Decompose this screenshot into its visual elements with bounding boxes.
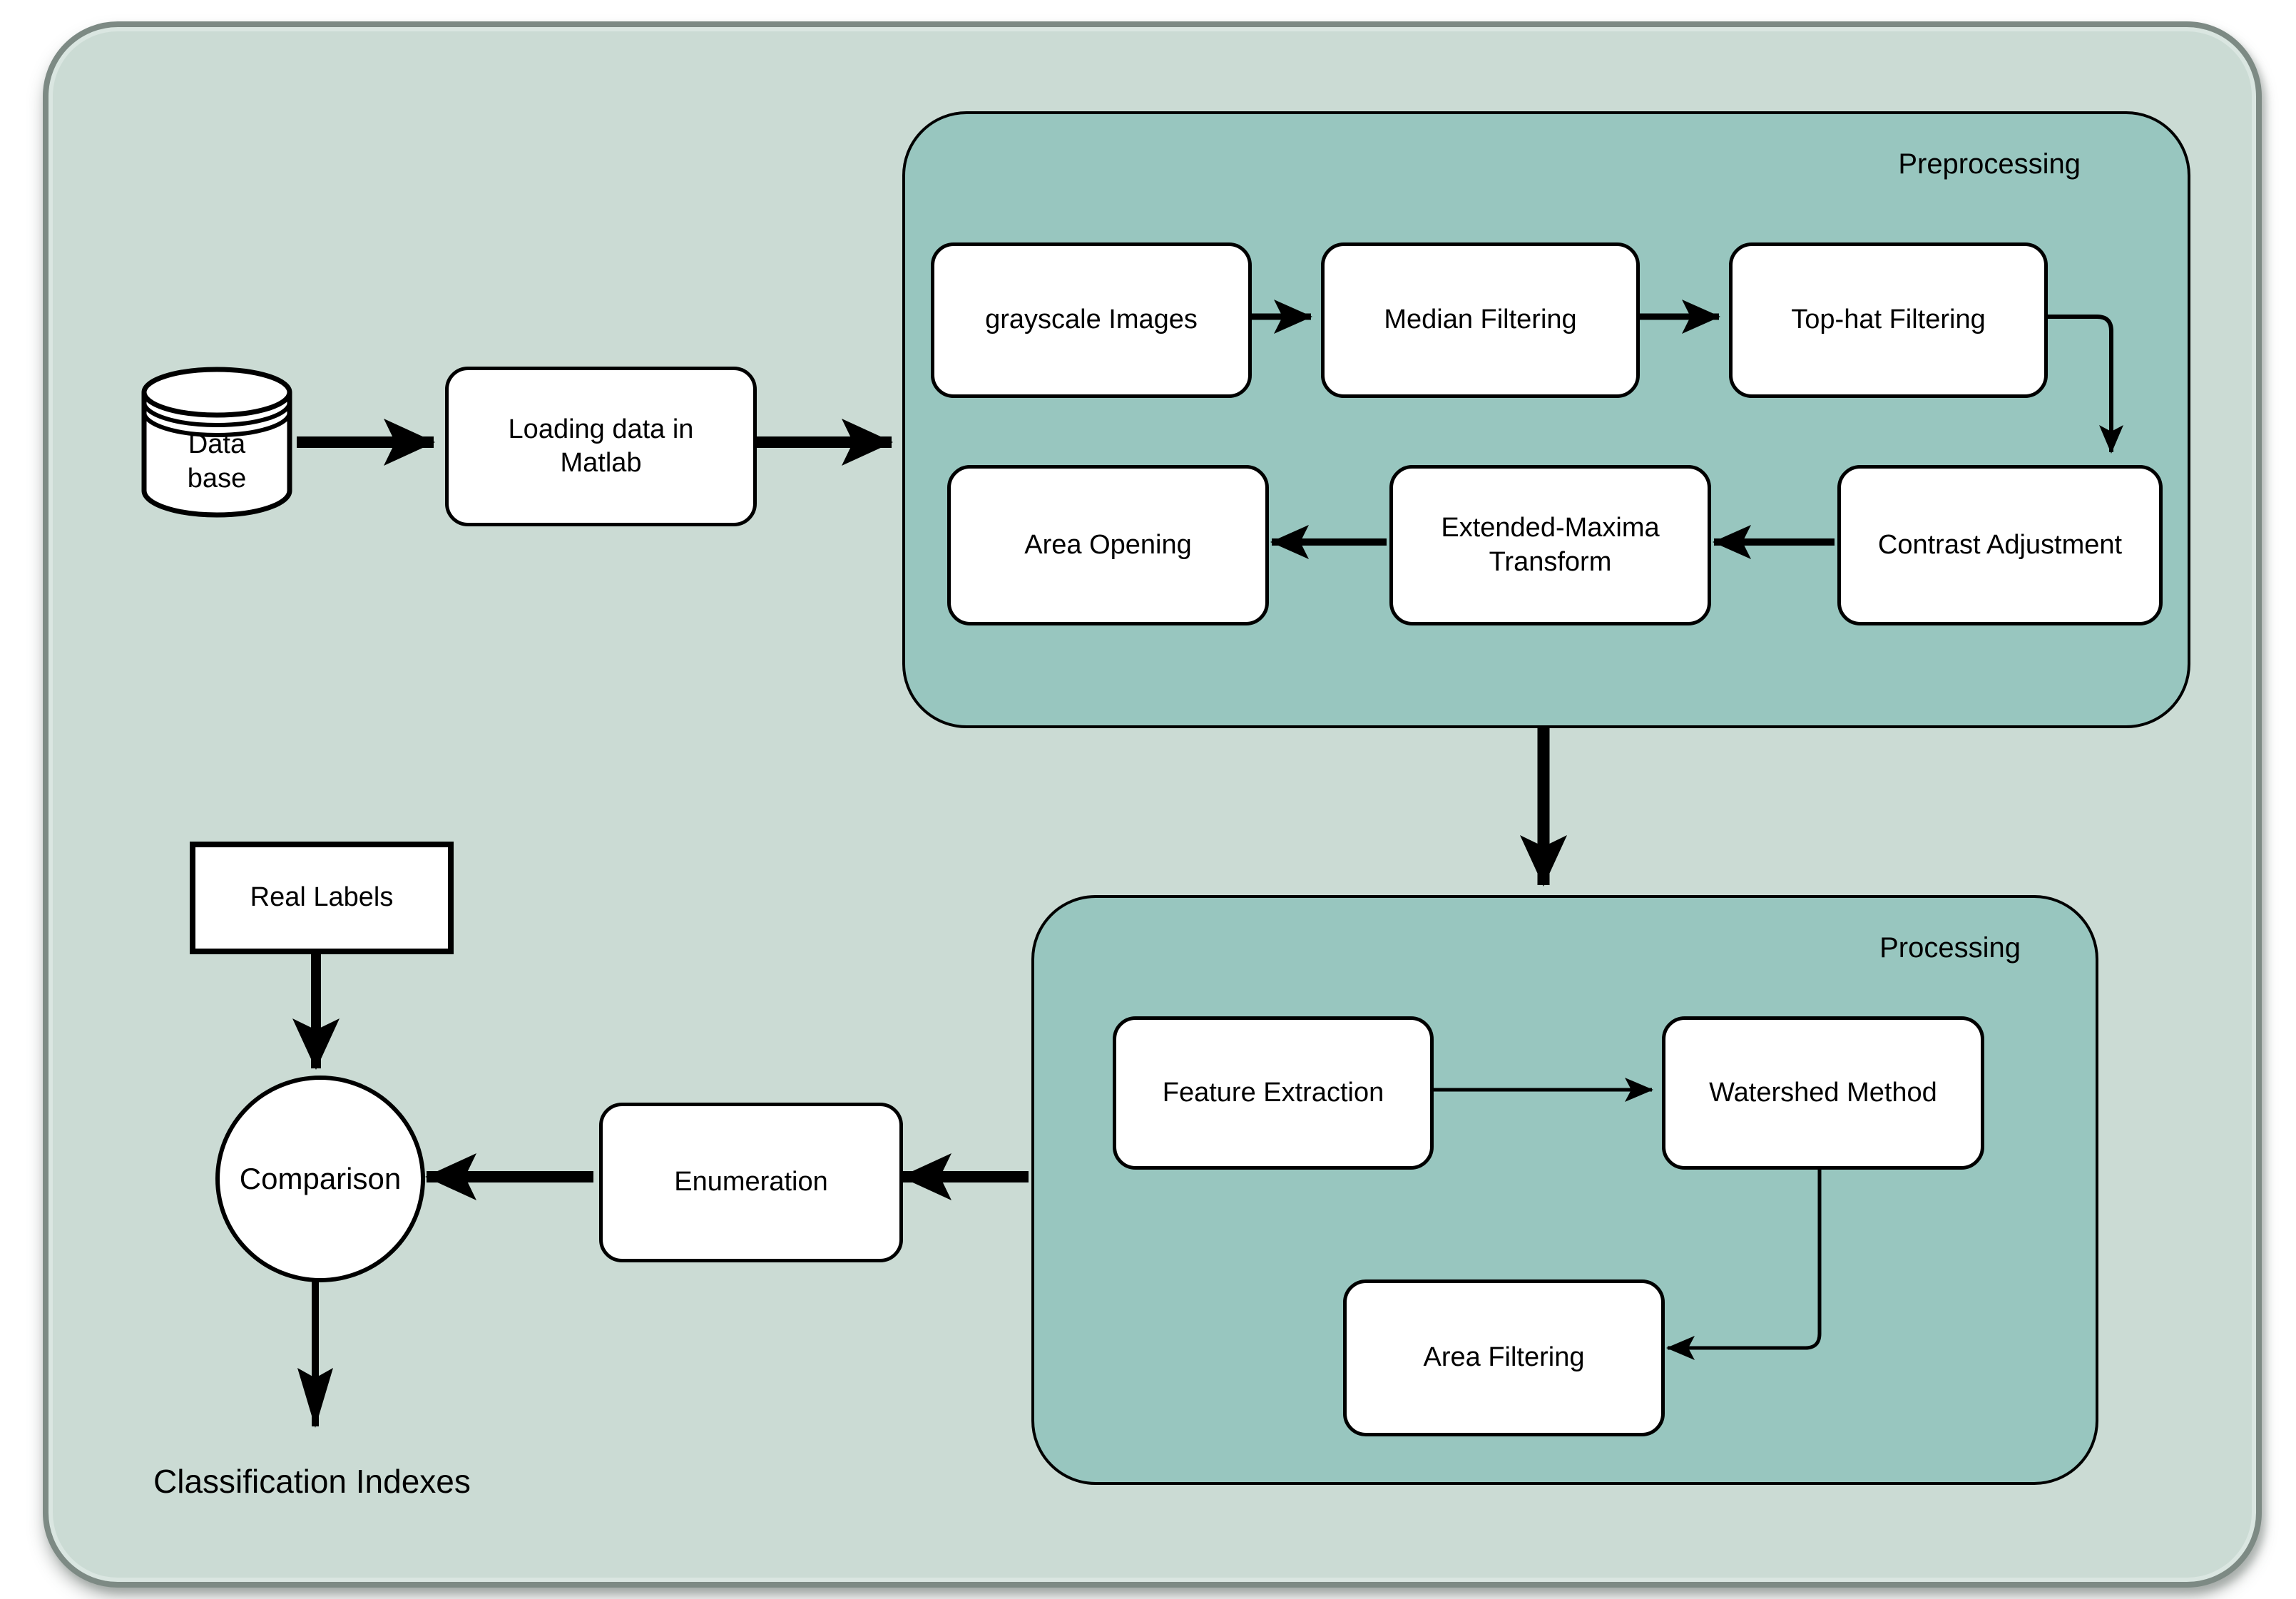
node-area-opening: Area Opening — [947, 465, 1269, 625]
node-area-filtering: Area Filtering — [1343, 1279, 1665, 1436]
node-watershed-method: Watershed Method — [1662, 1016, 1984, 1170]
database-label: Data base — [187, 429, 247, 494]
node-comparison: Comparison — [215, 1076, 425, 1282]
classification-indexes-label: Classification Indexes — [153, 1463, 471, 1500]
node-feature-extraction: Feature Extraction — [1113, 1016, 1434, 1170]
node-median-filtering: Median Filtering — [1321, 242, 1640, 398]
node-tophat-filtering: Top-hat Filtering — [1729, 242, 2048, 398]
database-cylinder-icon — [141, 367, 292, 518]
group-preprocessing: Preprocessing — [902, 111, 2190, 728]
node-real-labels: Real Labels — [190, 842, 454, 954]
node-enumeration: Enumeration — [599, 1103, 903, 1262]
processing-group-label: Processing — [1879, 932, 2021, 964]
node-extended-maxima-transform: Extended-Maxima Transform — [1389, 465, 1711, 625]
node-contrast-adjustment: Contrast Adjustment — [1837, 465, 2163, 625]
node-grayscale-images: grayscale Images — [931, 242, 1252, 398]
node-loading-data: Loading data in Matlab — [445, 367, 757, 526]
preprocessing-group-label: Preprocessing — [1898, 148, 2081, 180]
